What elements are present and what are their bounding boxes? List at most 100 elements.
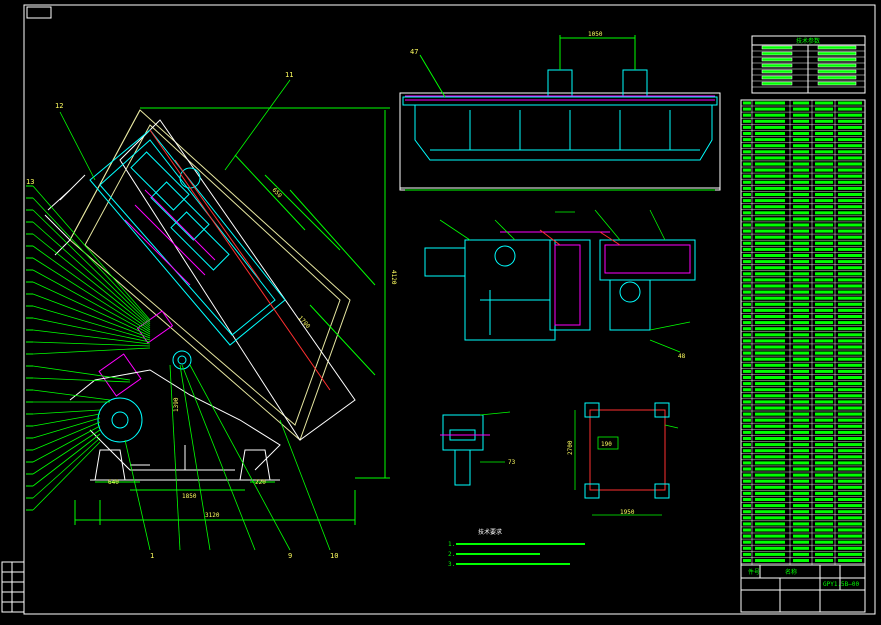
parts-list-cell-fill [743, 424, 751, 428]
parts-list-cell-fill [838, 308, 862, 312]
parts-list-cell-fill [793, 174, 809, 178]
parts-list-cell-fill [755, 437, 785, 440]
dim-1390: 1390 [173, 397, 180, 412]
parts-list-cell-fill [838, 522, 862, 526]
parts-list-cell-fill [755, 199, 785, 203]
parts-list-cell-fill [815, 363, 833, 367]
parts-list-cell-fill [755, 339, 785, 343]
parts-list-cell-fill [743, 168, 751, 172]
parts-list-cell-fill [743, 144, 751, 148]
parts-list-cell-fill [815, 412, 833, 416]
parts-list-cell-fill [815, 437, 833, 440]
parts-list-cell-fill [815, 430, 833, 434]
parts-list-cell-fill [793, 113, 809, 117]
parts-list-cell-fill [755, 345, 785, 349]
parts-list-cell-fill [838, 461, 862, 465]
parts-list-cell-fill [793, 333, 809, 337]
parts-list-cell-fill [743, 498, 751, 501]
callout-73: 73 [508, 459, 516, 466]
parts-list-cell-fill [793, 357, 809, 361]
parts-list-cell-fill [793, 308, 809, 312]
parts-list-cell-fill [838, 369, 862, 373]
parts-list-cell-fill [743, 528, 751, 532]
parts-list-cell-fill [793, 351, 809, 355]
title-block-label-name: 名称 [785, 568, 797, 576]
parts-list-cell-fill [793, 168, 809, 172]
sheet-border [1, 4, 876, 615]
parts-list-cell-fill [815, 229, 833, 233]
parts-list-cell-fill [755, 369, 785, 373]
parts-list-cell-fill [743, 485, 751, 489]
parts-list-cell-fill [755, 144, 785, 148]
parts-list-cell-fill [743, 479, 751, 483]
parts-list-cell-fill [755, 138, 785, 142]
parts-list-cell-fill [793, 363, 809, 367]
parts-list-cell-fill [755, 406, 785, 410]
parts-list-cell-fill [838, 559, 862, 562]
parts-list-cell-fill [755, 357, 785, 361]
parts-list-cell-fill [755, 485, 785, 489]
parts-list-cell-fill [815, 522, 833, 526]
parts-list-cell-fill [755, 424, 785, 428]
parts-list-cell-fill [755, 168, 785, 172]
parts-list-cell-fill [793, 449, 809, 453]
parts-list-cell-fill [743, 296, 751, 300]
parts-list-cell-fill [815, 443, 833, 447]
leader-lines [32, 79, 331, 551]
parts-list-cell-fill [793, 260, 809, 264]
parts-list-cell-fill [743, 278, 751, 282]
parts-list-cell-fill [793, 388, 809, 392]
parts-list-cell-fill [793, 467, 809, 471]
parts-list-cell-fill [743, 491, 751, 495]
parts-list-cell-fill [793, 229, 809, 233]
spec-cell-fill [817, 51, 857, 56]
parts-list-cell-fill [838, 437, 862, 440]
parts-list-cell-fill [755, 388, 785, 392]
parts-list-cell-fill [793, 278, 809, 282]
parts-list-cell-fill [743, 107, 751, 111]
spec-cell-fill [761, 45, 793, 50]
parts-list-cell-fill [793, 150, 809, 154]
parts-list-cell-fill [838, 107, 862, 111]
spec-cell-fill [817, 81, 857, 86]
parts-list-cell-fill [838, 235, 862, 239]
parts-list-cell-fill [838, 528, 862, 532]
parts-list-cell-fill [755, 552, 785, 556]
sheet-tag [26, 6, 52, 19]
parts-list-cell-fill [838, 254, 862, 257]
parts-list-cell-fill [793, 382, 809, 386]
parts-list-cell-fill [793, 339, 809, 343]
parts-list-cell-fill [838, 302, 862, 306]
parts-list-cell-fill [793, 266, 809, 270]
parts-list-cell-fill [743, 308, 751, 312]
parts-list-cell-fill [838, 266, 862, 270]
parts-list-cell-fill [755, 528, 785, 532]
parts-list-cell-fill [743, 254, 751, 257]
parts-list-cell-fill [815, 504, 833, 508]
parts-list-cell-fill [755, 260, 785, 264]
detail-view-a: 73 [440, 411, 516, 486]
parts-list-cell-fill [755, 351, 785, 355]
parts-list-cell-fill [755, 156, 785, 160]
parts-list-cell-fill [755, 229, 785, 233]
parts-list-cell-fill [793, 376, 809, 379]
parts-list-cell-fill [793, 473, 809, 477]
parts-list-cell-fill [815, 473, 833, 477]
dim-1850: 1850 [182, 493, 197, 500]
parts-list-cell-fill [793, 217, 809, 221]
callout-11: 11 [285, 71, 293, 79]
parts-list-cell-fill [755, 211, 785, 215]
parts-list-cell-fill [815, 174, 833, 178]
parts-list-cell-fill [793, 247, 809, 251]
parts-list-cell-fill [743, 339, 751, 343]
parts-list-cell-fill [793, 394, 809, 398]
parts-list-cell-fill [743, 504, 751, 508]
spec-cell-fill [817, 75, 857, 80]
parts-list-cell-fill [838, 223, 862, 227]
parts-list-cell-fill [743, 247, 751, 251]
parts-list-cell-fill [815, 247, 833, 251]
parts-list-cell-fill [743, 546, 751, 550]
parts-list-cell-fill [743, 382, 751, 386]
parts-list-cell-fill [838, 321, 862, 325]
parts-list-cell-fill [755, 394, 785, 398]
